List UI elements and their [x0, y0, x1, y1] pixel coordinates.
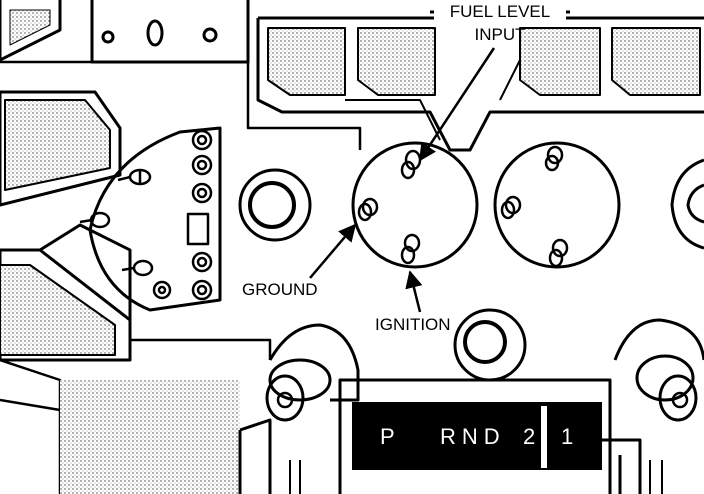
lower-center-hole	[453, 308, 527, 382]
lower-left-shade	[60, 380, 240, 494]
ground-arrow	[309, 223, 357, 279]
left-pivot-knob	[238, 323, 360, 494]
gear-p: P	[380, 424, 395, 449]
right-pivot-knob	[600, 318, 704, 494]
fuel-gauge-terminals	[351, 141, 479, 269]
second-gauge-terminals	[493, 141, 621, 269]
upper-panel-edge	[90, 0, 250, 64]
upper-holes	[101, 19, 218, 47]
gear-pointer	[541, 406, 547, 468]
mounting-hole	[238, 168, 312, 242]
top-left-bracket	[0, 0, 62, 62]
ignition-label: IGNITION	[375, 315, 451, 334]
ignition-arrow	[405, 270, 423, 313]
gear-1: 1	[561, 424, 573, 449]
ground-label: GROUND	[242, 280, 318, 299]
gear-rnd: RND	[440, 424, 506, 449]
left-lower-block	[0, 223, 132, 362]
gear-indicator-window	[352, 402, 602, 470]
panel-outline	[0, 60, 362, 150]
left-upper-block	[0, 90, 122, 207]
connector-plate	[79, 126, 222, 312]
fuel-input-arrow	[418, 47, 496, 162]
gear-indicator-bezel	[289, 378, 663, 494]
fuel-input-label: INPUT	[475, 25, 526, 44]
gear-2: 2	[523, 424, 535, 449]
right-partial-gauge	[670, 158, 704, 250]
gauge-housing-ribs	[256, 16, 704, 152]
fuel-level-label: FUEL LEVEL	[450, 2, 550, 21]
